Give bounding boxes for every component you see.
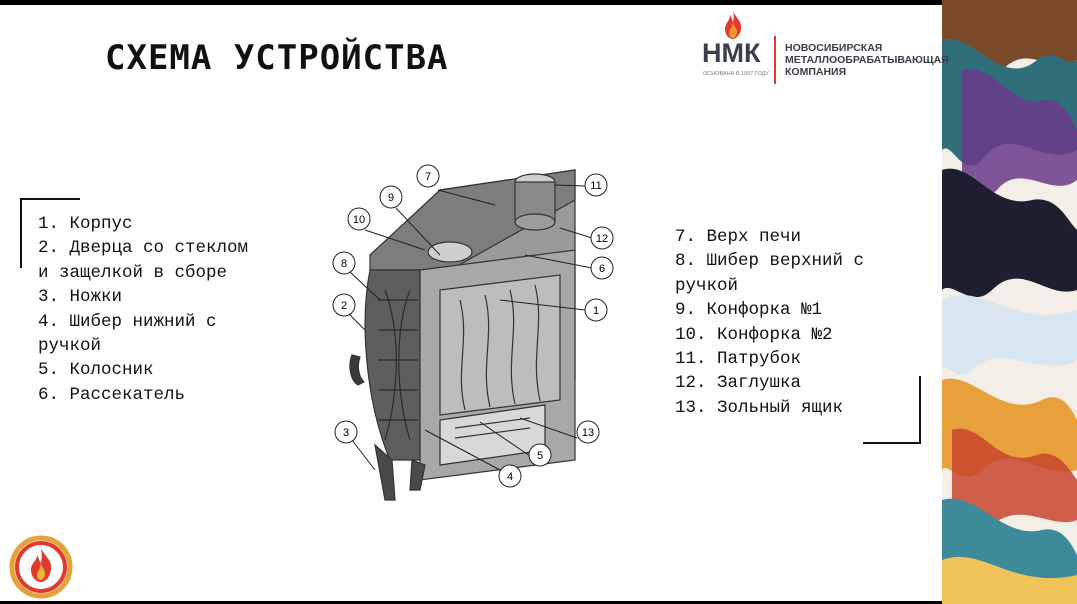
list-item: 5. Колосник (38, 360, 154, 381)
list-item: 7. Верх печи (675, 227, 802, 247)
callout-label: 8 (341, 258, 347, 270)
list-item: 4. Шибер нижний с (38, 311, 217, 332)
callout-13: 13 (576, 420, 600, 444)
callout-3: 3 (334, 420, 358, 444)
callout-4: 4 (498, 464, 522, 488)
callout-label: 10 (353, 214, 365, 226)
list-item: и защелкой в сборе (38, 262, 228, 283)
list-item: 12. Заглушка (675, 373, 802, 394)
company-logo: НМК НОВОСИБИРСКАЯ МЕТАЛЛООБРАБАТЫВАЮЩАЯ … (698, 8, 949, 84)
logo-company-name: НОВОСИБИРСКАЯ МЕТАЛЛООБРАБАТЫВАЮЩАЯ КОМП… (785, 42, 949, 78)
parts-list-right: 7. Верх печи 8. Шибер верхний с ручкой 9… (675, 225, 864, 420)
corner-bracket-top-left (20, 198, 80, 268)
logo-name-line: МЕТАЛЛООБРАБАТЫВАЮЩАЯ (785, 54, 949, 66)
list-item: 13. Зольный ящик (675, 397, 844, 418)
callout-label: 3 (343, 427, 349, 439)
callout-label: 12 (596, 233, 608, 245)
callout-8: 8 (332, 251, 356, 275)
callouts: 7 9 10 8 2 3 4 (332, 164, 614, 488)
callout-10: 10 (347, 207, 371, 231)
stove-diagram: 7 9 10 8 2 3 4 (332, 164, 614, 501)
callout-label: 7 (425, 171, 431, 183)
list-item: ручкой (675, 275, 739, 296)
callout-1: 1 (584, 298, 608, 322)
fire-badge-icon (9, 535, 73, 599)
callout-label: 11 (590, 180, 601, 192)
callout-5: 5 (528, 443, 552, 467)
list-item: 2. Дверца со стеклом (38, 238, 249, 259)
callout-label: 2 (341, 300, 347, 312)
callout-label: 13 (582, 427, 594, 439)
leader-lines (347, 184, 593, 471)
callout-9: 9 (379, 185, 403, 209)
callout-label: 1 (593, 305, 599, 317)
stove-illustration (349, 169, 576, 501)
list-item: 9. Конфорка №1 (675, 300, 823, 321)
callout-6: 6 (590, 256, 614, 280)
logo-divider (774, 36, 776, 84)
flame-icon (725, 10, 742, 39)
list-item: 8. Шибер верхний с (675, 251, 865, 272)
callout-2: 2 (332, 293, 356, 317)
list-item: 3. Ножки (38, 287, 123, 308)
logo-name-line: КОМПАНИЯ (785, 66, 847, 78)
page-title: СХЕМА УСТРОЙСТВА (105, 38, 449, 78)
callout-label: 6 (599, 263, 605, 275)
parts-list-left: 1. Корпус 2. Дверца со стеклом и защелко… (38, 212, 248, 407)
list-item: 10. Конфорка №2 (675, 324, 833, 345)
list-item: 11. Патрубок (675, 349, 802, 370)
callout-12: 12 (590, 226, 614, 250)
callout-7: 7 (416, 164, 440, 188)
logo-mark-text: НМК (702, 38, 761, 68)
callout-label: 5 (537, 450, 543, 462)
callout-label: 4 (507, 471, 513, 483)
logo-name-line: НОВОСИБИРСКАЯ (785, 42, 883, 54)
list-item: 6. Рассекатель (38, 384, 186, 405)
callout-11: 11 (584, 173, 608, 197)
logo-tagline: ОСНОВАНА В 1997 ГОДУ (703, 71, 769, 77)
decorative-marble-art (942, 0, 1077, 604)
callout-label: 9 (388, 192, 394, 204)
corner-bracket-bottom-right (863, 376, 921, 444)
list-item: 1. Корпус (38, 214, 133, 234)
list-item: ручкой (38, 336, 102, 357)
